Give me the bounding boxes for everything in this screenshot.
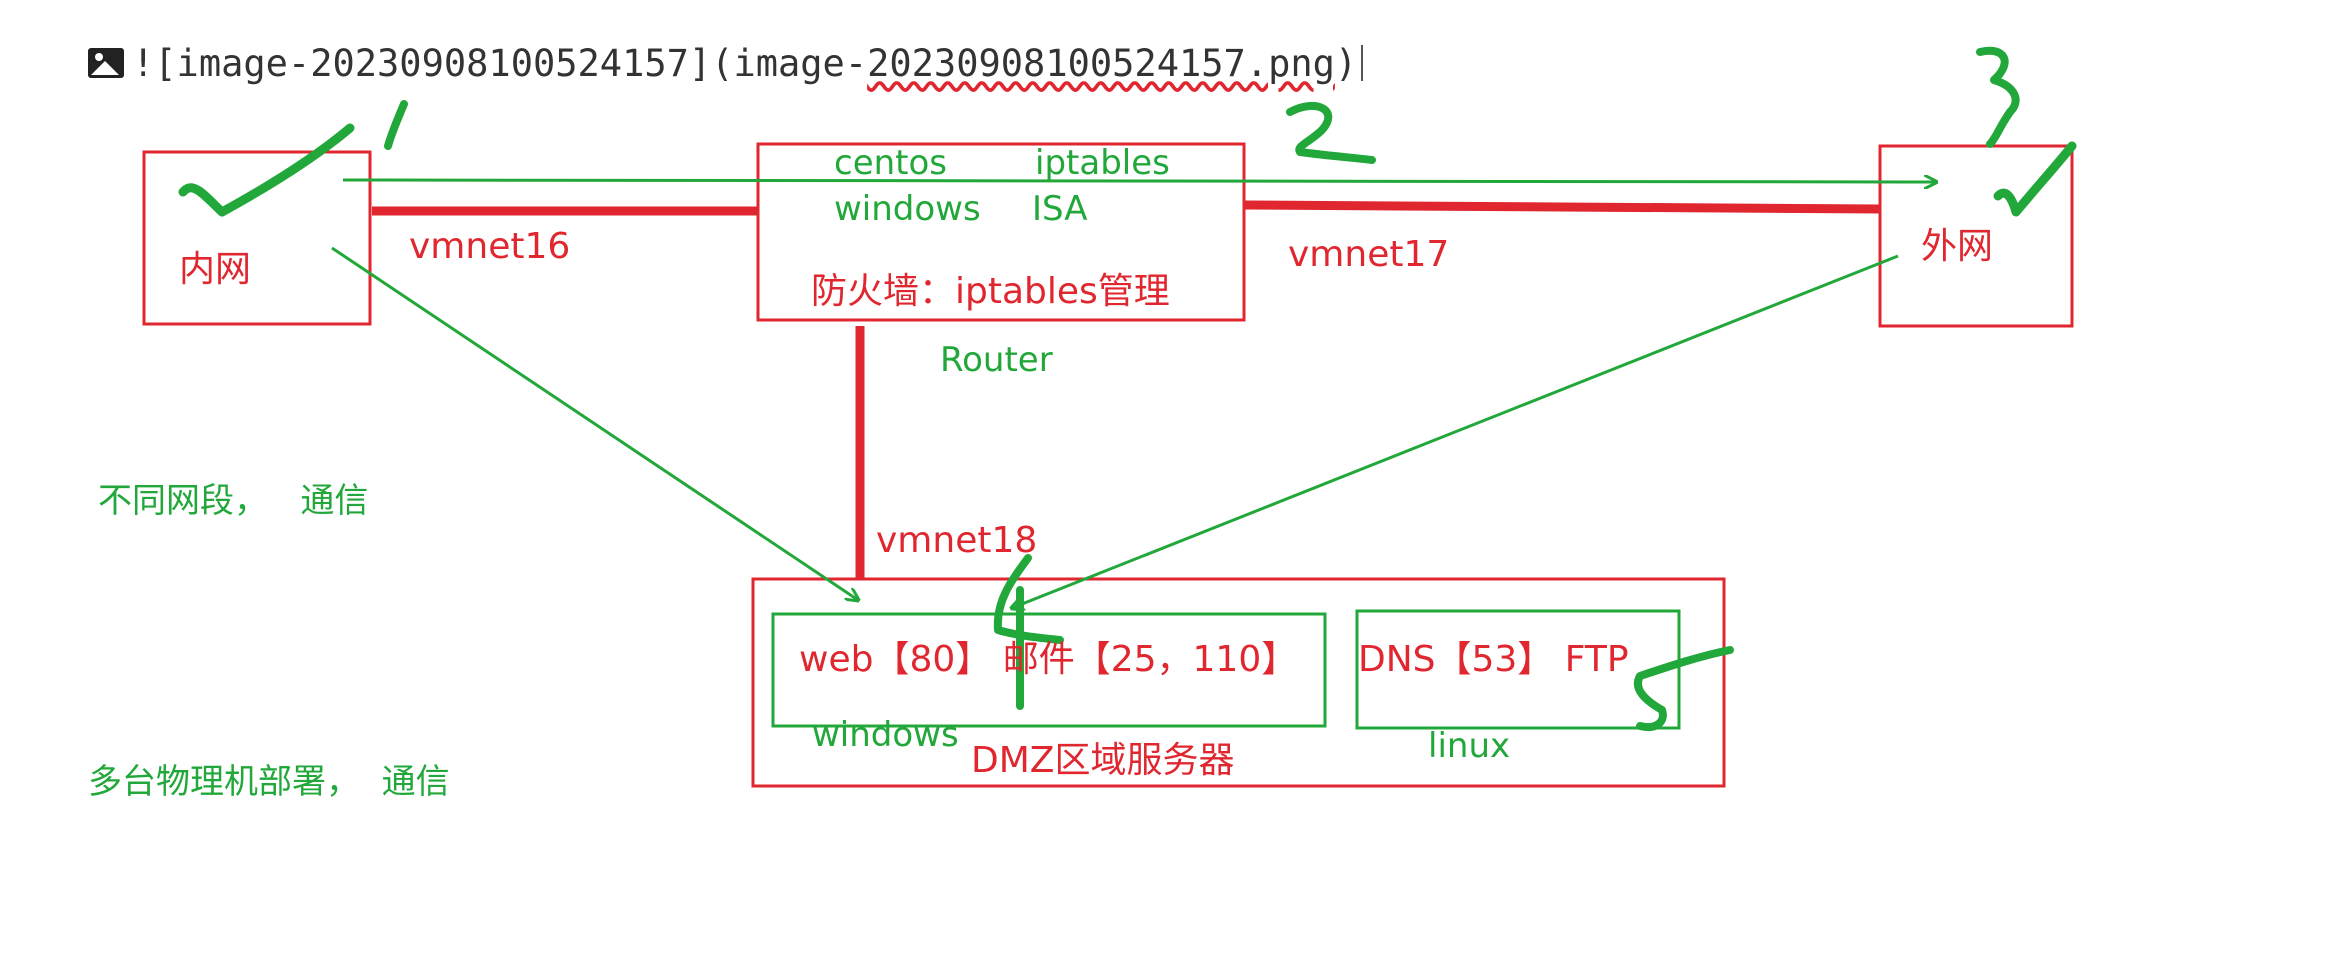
annotation-5-stroke [1634,646,1734,731]
text-caret [1361,45,1364,81]
annotation-3-stroke [1976,46,2020,148]
outer-net-box [1878,144,2074,328]
dmz-title: DMZ区域服务器 [971,740,1235,781]
markdown-filename: 20230908100524157.png [867,41,1335,85]
annotation-2-stroke [1286,101,1376,164]
annotation-1-stroke [384,100,408,150]
vmnet17-label: vmnet17 [1288,234,1450,275]
markdown-suffix: ) [1334,41,1358,85]
router-fw-iptables: iptables [1035,143,1170,183]
note-multiple-hosts: 多台物理机部署， 通信 [88,762,450,802]
checkmark-inner-net [178,123,355,217]
dmz-box [751,577,1726,788]
router-fw-isa: ISA [1032,189,1088,229]
router-os-centos: centos [834,143,948,183]
inner-net-box [142,150,372,326]
router-os-windows: windows [834,189,981,229]
vmnet16-label: vmnet16 [409,226,571,267]
inner-net-label: 内网 [179,249,252,290]
vmnet18-label: vmnet18 [876,520,1038,561]
image-icon [88,48,124,78]
firewall-label: 防火墙：iptables管理 [811,271,1170,312]
markdown-prefix: ![image-20230908100524157](image- [132,41,868,85]
markdown-image-line[interactable]: ![image-20230908100524157](image-2023090… [88,38,1364,88]
annotation-4-stroke [993,554,1064,710]
inner-to-outer-arrow [342,180,1936,182]
inner-to-dmz-arrow [331,246,858,600]
router-box [756,142,1246,322]
outer-to-dmz-arrow [1012,254,1899,608]
linux-services: DNS【53】 FTP [1358,639,1629,680]
checkmark-outer-net [1993,141,2077,217]
windows-caption: windows [812,715,959,755]
router-caption: Router [940,340,1053,380]
vmnet17-link [1243,200,1881,214]
linux-caption: linux [1428,726,1511,766]
windows-services: web【80】 邮件【25，110】 [799,639,1298,680]
note-different-subnets: 不同网段， 通信 [98,481,369,521]
outer-net-label: 外网 [1921,226,1994,267]
linux-server-box [1355,609,1681,730]
windows-server-box [771,612,1327,728]
